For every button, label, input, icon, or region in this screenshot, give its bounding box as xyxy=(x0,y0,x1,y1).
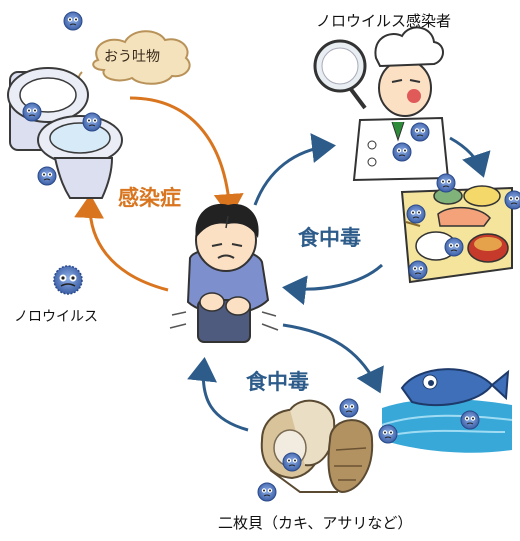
cook-icon xyxy=(313,26,450,182)
oyster-icon xyxy=(260,399,374,494)
arrow-patient-to-fish xyxy=(282,323,384,394)
carrier-label: ノロウイルス感染者 xyxy=(316,12,452,30)
norovirus-icon xyxy=(53,265,83,295)
arrow-meal-to-patient xyxy=(282,263,384,306)
food-poisoning-lower-label: 食中毒 xyxy=(246,370,309,394)
fish-icon xyxy=(381,368,513,453)
arrow-patient-to-toilet xyxy=(74,194,169,292)
norovirus-label: ノロウイルス xyxy=(14,309,98,325)
patient-boy-icon xyxy=(169,203,279,343)
arrow-vomit-to-patient xyxy=(129,96,244,218)
meal-tray-icon xyxy=(400,185,513,284)
arrow-patient-to-cook xyxy=(253,133,336,206)
bivalves-label: 二枚貝（カキ、アサリなど） xyxy=(218,514,413,532)
vomit-label: おう吐物 xyxy=(104,49,160,65)
arrow-cook-to-meal xyxy=(449,136,491,178)
infection-label: 感染症 xyxy=(118,186,181,210)
toilet-icon xyxy=(7,67,123,199)
food-poisoning-upper-label: 食中毒 xyxy=(298,226,361,250)
arrow-oyster-to-patient xyxy=(187,357,249,432)
